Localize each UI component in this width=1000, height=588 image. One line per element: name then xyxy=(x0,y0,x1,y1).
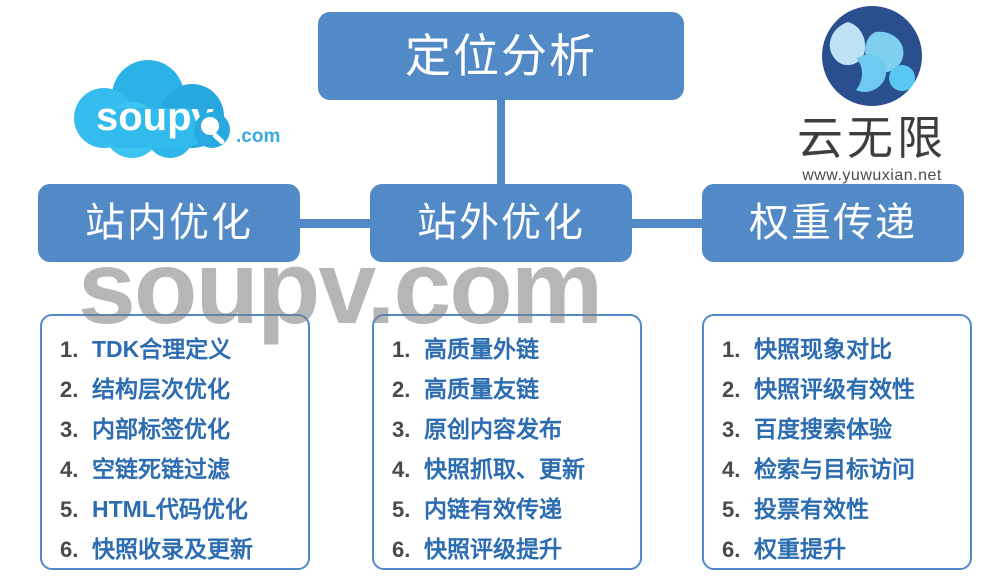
list-item[interactable]: 5. 投票有效性 xyxy=(722,490,960,530)
list-item-label: 内链有效传递 xyxy=(424,496,562,522)
cloud-shape xyxy=(74,60,224,158)
yuwuxian-orb-icon xyxy=(822,6,922,106)
branch-node-offsite-label: 站外优化 xyxy=(417,201,585,245)
list-item-label: 原创内容发布 xyxy=(424,416,562,442)
list-item-label: 投票有效性 xyxy=(754,496,869,522)
connector-root-to-middle xyxy=(497,98,505,188)
branch-node-onsite[interactable]: 站内优化 xyxy=(38,184,300,262)
list-item[interactable]: 3. 百度搜索体验 xyxy=(722,410,960,450)
list-item-number: 2. xyxy=(60,377,79,402)
list-item-label: 快照评级提升 xyxy=(424,536,562,562)
branch-node-offsite[interactable]: 站外优化 xyxy=(370,184,632,262)
list-item-label: 高质量友链 xyxy=(424,376,539,402)
list-item-number: 1. xyxy=(722,337,741,362)
list-item[interactable]: 1. 快照现象对比 xyxy=(722,330,960,370)
list-item[interactable]: 1. 高质量外链 xyxy=(392,330,630,370)
list-item-label: 高质量外链 xyxy=(424,336,539,362)
list-item-number: 6. xyxy=(722,537,741,562)
list-item-number: 4. xyxy=(722,457,741,482)
list-item-number: 2. xyxy=(392,377,411,402)
list-item-number: 1. xyxy=(392,337,411,362)
magnifier-icon xyxy=(194,112,230,148)
list-item[interactable]: 6. 快照收录及更新 xyxy=(60,530,298,570)
list-box-weight-transfer: 1. 快照现象对比 2. 快照评级有效性 3. 百度搜索体验 4. 检索与目标访… xyxy=(702,314,972,570)
list-item-number: 3. xyxy=(392,417,411,442)
list-box-offsite: 1. 高质量外链 2. 高质量友链 3. 原创内容发布 4. 快照抓取、更新 5… xyxy=(372,314,642,570)
list-item[interactable]: 2. 结构层次优化 xyxy=(60,370,298,410)
list-item[interactable]: 2. 高质量友链 xyxy=(392,370,630,410)
list-item[interactable]: 4. 检索与目标访问 xyxy=(722,450,960,490)
list-item[interactable]: 6. 权重提升 xyxy=(722,530,960,570)
list-item-label: 检索与目标访问 xyxy=(754,456,915,482)
list-item-number: 4. xyxy=(60,457,79,482)
list-item-label: TDK合理定义 xyxy=(92,336,232,362)
yuwuxian-logo: 云无限 www.yuwuxian.net xyxy=(752,4,992,184)
list-item-number: 3. xyxy=(722,417,741,442)
list-item-number: 1. xyxy=(60,337,79,362)
list-item-number: 6. xyxy=(392,537,411,562)
yuwuxian-name: 云无限 xyxy=(797,112,947,164)
branch-node-weight-label: 权重传递 xyxy=(749,201,917,245)
list-item[interactable]: 3. 原创内容发布 xyxy=(392,410,630,450)
list-item-label: 结构层次优化 xyxy=(92,376,230,402)
soupv-logo: soupv .com xyxy=(60,58,290,166)
list-item-label: 百度搜索体验 xyxy=(754,416,892,442)
list-item-label: 快照评级有效性 xyxy=(754,376,915,402)
list-item-number: 2. xyxy=(722,377,741,402)
list-item[interactable]: 5. HTML代码优化 xyxy=(60,490,298,530)
list-item-number: 6. xyxy=(60,537,79,562)
list-item-label: 快照收录及更新 xyxy=(92,536,253,562)
yuwuxian-url: www.yuwuxian.net xyxy=(802,167,942,184)
list-item[interactable]: 2. 快照评级有效性 xyxy=(722,370,960,410)
list-box-onsite: 1. TDK合理定义 2. 结构层次优化 3. 内部标签优化 4. 空链死链过滤… xyxy=(40,314,310,570)
branch-node-onsite-label: 站内优化 xyxy=(85,201,253,245)
list-item-number: 5. xyxy=(392,497,411,522)
root-node-positioning-analysis[interactable]: 定位分析 xyxy=(318,12,684,100)
list-item-number: 5. xyxy=(60,497,79,522)
root-node-label: 定位分析 xyxy=(405,30,597,82)
list-item-number: 3. xyxy=(60,417,79,442)
list-item-label: HTML代码优化 xyxy=(92,496,248,522)
list-item-label: 权重提升 xyxy=(754,536,846,562)
list-item[interactable]: 1. TDK合理定义 xyxy=(60,330,298,370)
list-item[interactable]: 4. 快照抓取、更新 xyxy=(392,450,630,490)
list-item-number: 4. xyxy=(392,457,411,482)
list-item-label: 快照现象对比 xyxy=(754,336,892,362)
soupv-tld: .com xyxy=(236,126,280,147)
list-item-number: 5. xyxy=(722,497,741,522)
list-item-label: 空链死链过滤 xyxy=(92,456,230,482)
list-item[interactable]: 4. 空链死链过滤 xyxy=(60,450,298,490)
list-item[interactable]: 5. 内链有效传递 xyxy=(392,490,630,530)
branch-node-weight-transfer[interactable]: 权重传递 xyxy=(702,184,964,262)
list-item[interactable]: 3. 内部标签优化 xyxy=(60,410,298,450)
list-item-label: 内部标签优化 xyxy=(92,416,230,442)
list-item-label: 快照抓取、更新 xyxy=(424,456,585,482)
list-item[interactable]: 6. 快照评级提升 xyxy=(392,530,630,570)
